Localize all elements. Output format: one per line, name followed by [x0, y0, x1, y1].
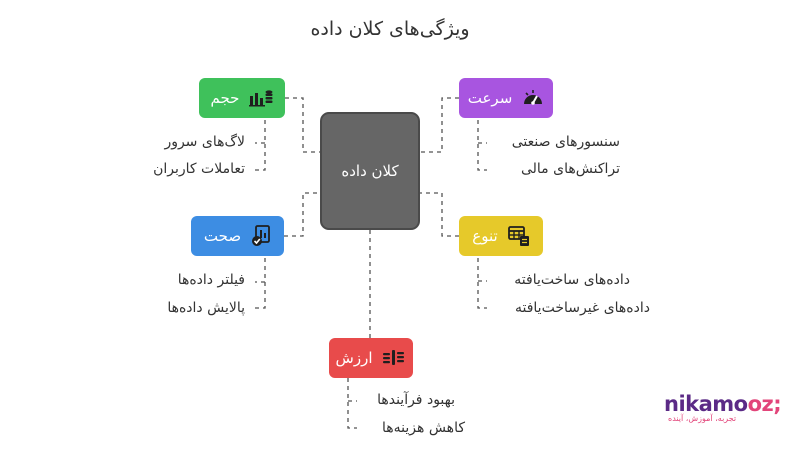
node-veracity: صحت [191, 216, 284, 256]
connector-value-items [347, 378, 357, 429]
node-value-label: ارزش [335, 349, 373, 367]
node-volume-label: حجم [210, 89, 240, 107]
value-item-1: بهبود فرآیندها [377, 392, 455, 408]
velocity-item-1: سنسورهای صنعتی [511, 134, 620, 150]
table-document-icon [507, 225, 530, 247]
connector-velocity-items [477, 120, 487, 171]
logo-tagline: تجربه، آموزش، آینده [668, 414, 737, 423]
veracity-item-2: پالایش داده‌ها [167, 300, 245, 316]
connector-variety [420, 192, 459, 237]
variety-item-1: داده‌های ساخت‌یافته [514, 272, 630, 288]
volume-item-2: تعاملات کاربران [153, 161, 245, 177]
value-stack-icon [382, 349, 406, 367]
variety-item-2: داده‌های غیرساخت‌یافته [514, 300, 650, 316]
center-label: کلان داده [341, 162, 399, 180]
node-volume: حجم [199, 78, 285, 118]
node-variety-label: تنوع [472, 227, 498, 245]
node-value: ارزش [329, 338, 413, 378]
bar-chart-database-icon [249, 88, 273, 108]
value-item-2: کاهش هزینه‌ها [382, 420, 465, 436]
connector-volume-items [255, 120, 266, 171]
connector-velocity [420, 97, 459, 153]
verified-document-icon [251, 225, 271, 247]
node-variety: تنوع [459, 216, 543, 256]
node-velocity: سرعت [459, 78, 553, 118]
connector-variety-items [477, 258, 487, 309]
volume-item-1: لاگ‌های سرور [164, 134, 245, 150]
connector-veracity-items [255, 258, 266, 309]
node-veracity-label: صحت [203, 227, 242, 245]
veracity-item-1: فیلتر داده‌ها [177, 272, 245, 288]
nikamooz-logo: nikamooz; تجربه، آموزش، آینده [664, 392, 784, 423]
connector-volume [285, 97, 320, 153]
center-node: کلان داده [320, 112, 420, 230]
diagram-title: ویژگی‌های کلان داده [310, 18, 470, 40]
connector-veracity [284, 192, 320, 237]
velocity-item-2: تراکنش‌های مالی [520, 161, 620, 177]
node-velocity-label: سرعت [467, 89, 513, 107]
speedometer-icon [522, 88, 544, 108]
logo-wordmark: nikamooz; [664, 392, 782, 416]
